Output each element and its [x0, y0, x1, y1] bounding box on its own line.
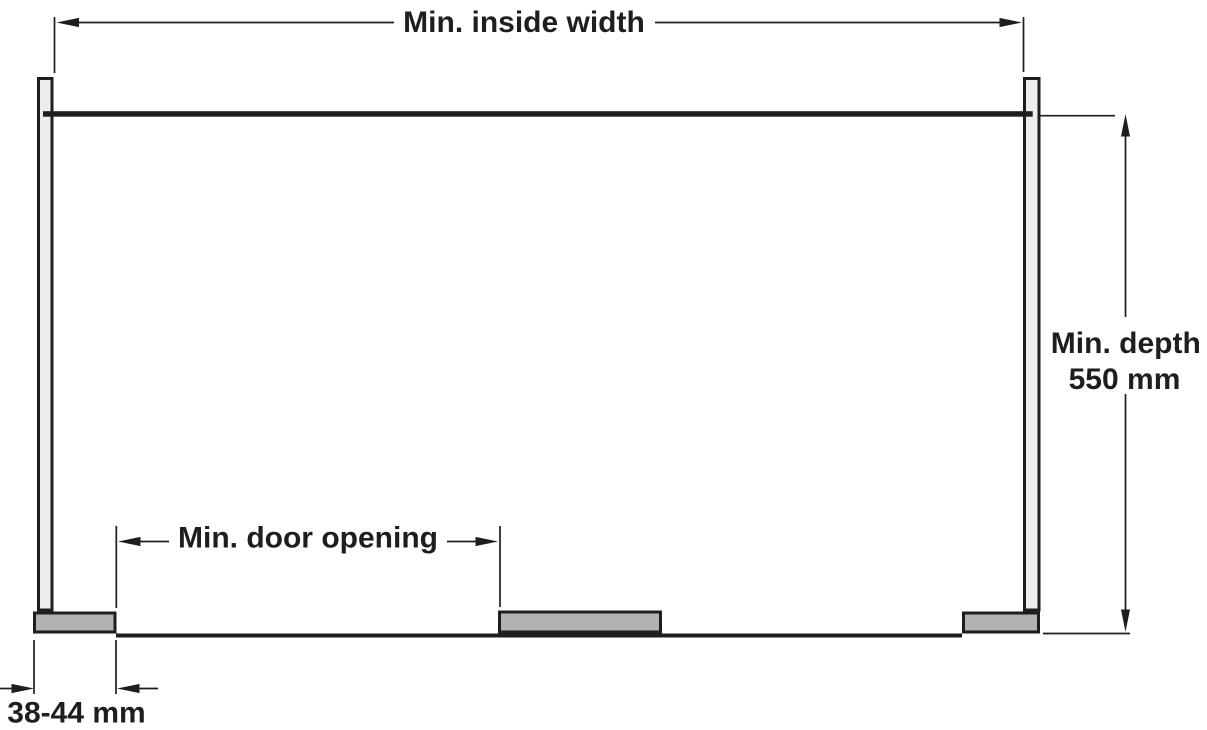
right-side-panel [1023, 77, 1041, 612]
arrowhead-down-icon [1121, 609, 1130, 632]
rear-track-rail [43, 111, 1033, 117]
door-block-center [498, 610, 662, 634]
depth-label: Min. depth [1051, 327, 1201, 360]
door-block-left [33, 611, 117, 634]
arrowhead-right-icon [999, 17, 1022, 28]
arrowhead-right-icon [11, 683, 34, 694]
depth-value: 550 mm [1069, 363, 1181, 396]
inside-width-label: Min. inside width [403, 6, 645, 39]
arrowhead-up-icon [1121, 114, 1130, 137]
door-opening-label: Min. door opening [178, 522, 438, 555]
arrowhead-right-icon [475, 536, 498, 547]
arrowhead-left-icon [118, 536, 141, 547]
door-thickness-label: 38-44 mm [7, 697, 145, 730]
arrowhead-left-icon [117, 683, 140, 694]
door-block-right [962, 611, 1040, 634]
left-side-panel [37, 77, 54, 612]
arrowhead-left-icon [56, 17, 79, 28]
